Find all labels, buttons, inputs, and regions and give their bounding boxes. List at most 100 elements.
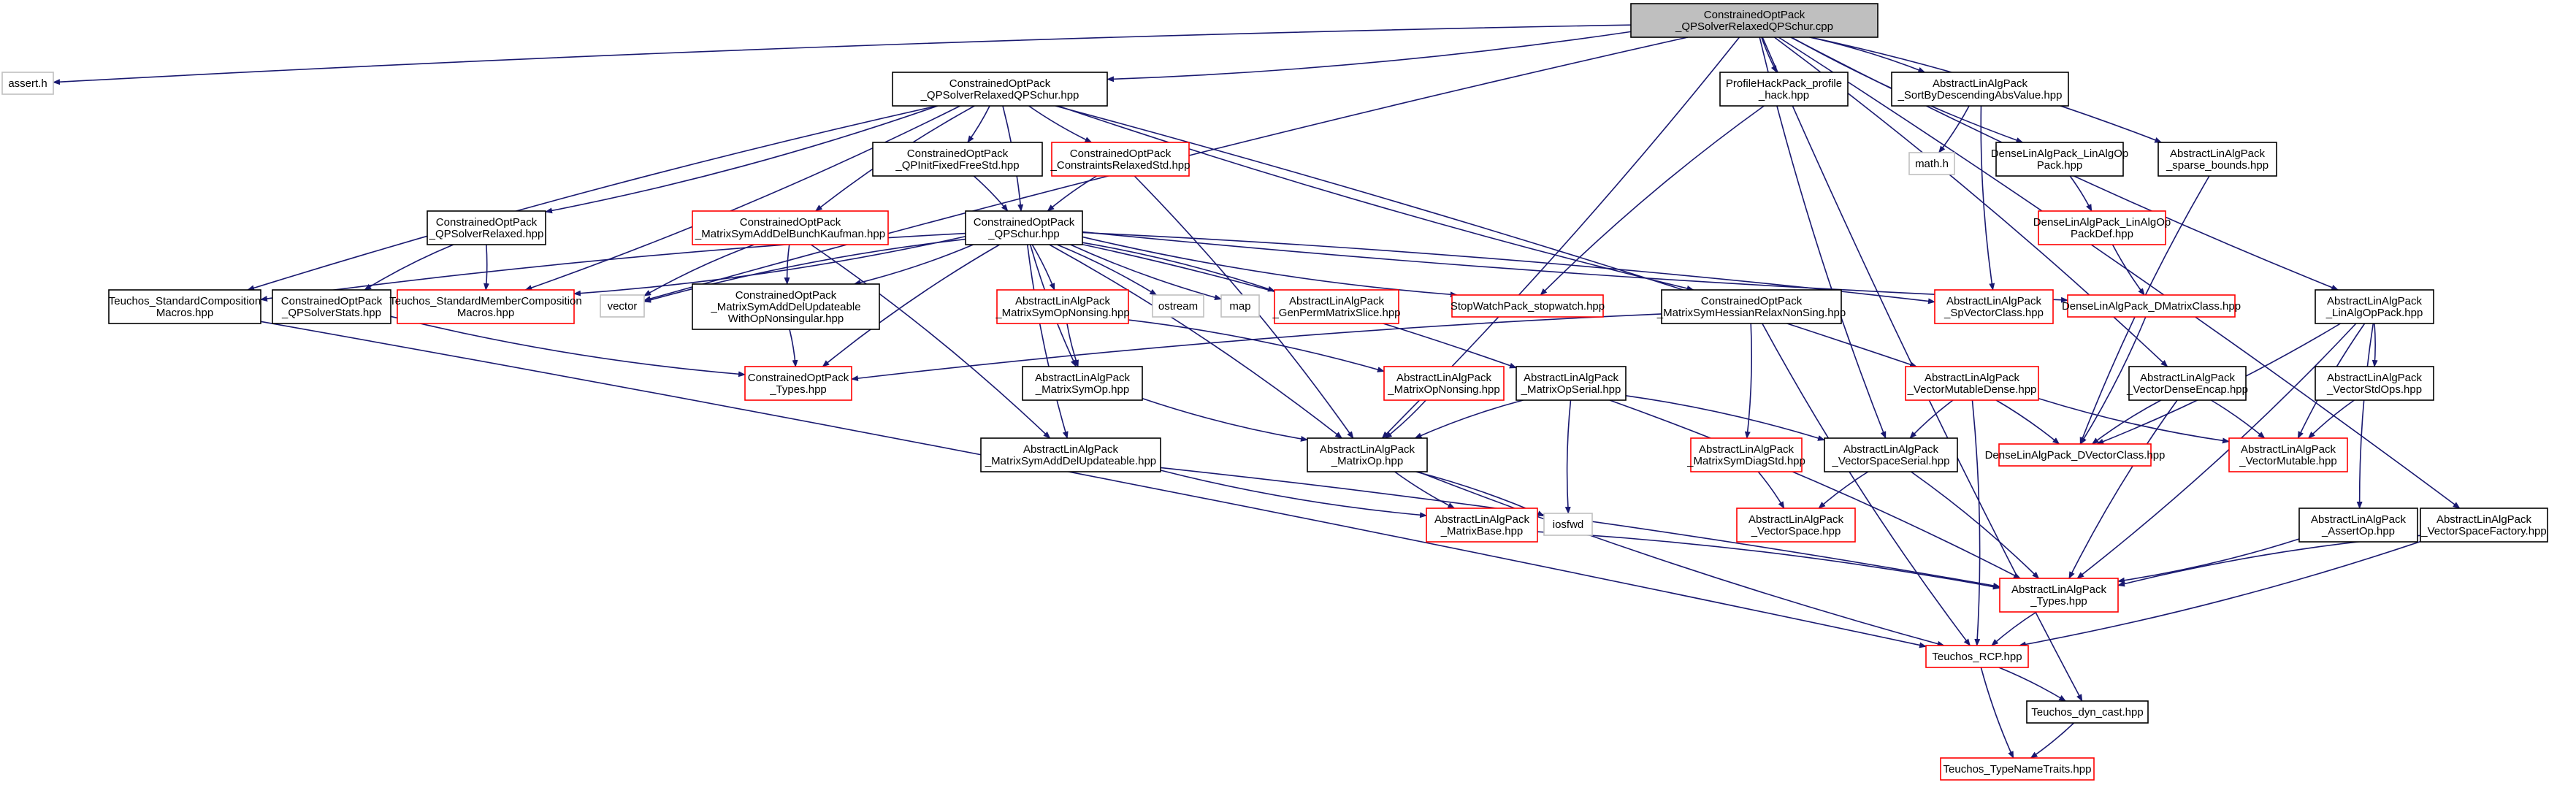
edge-msds-to-vspace <box>1757 471 1785 509</box>
node-label: AbstractLinAlgPack <box>2241 443 2336 456</box>
edge-msadu-to-mbase <box>1160 470 1427 518</box>
node-label: _SpVectorClass.hpp <box>1944 307 2044 319</box>
node-mopns[interactable]: AbstractLinAlgPack_MatrixOpNonsing.hpp <box>1383 366 1505 401</box>
node-dmatrix_class[interactable]: DenseLinAlgPack_DMatrixClass.hpp <box>2062 294 2241 318</box>
node-label: _LinAlgOpPack.hpp <box>2325 307 2423 319</box>
edge-root-to-cop_qpsrqps_hpp <box>1107 31 1632 83</box>
node-alap_types[interactable]: AbstractLinAlgPack_Types.hpp <box>1999 578 2119 613</box>
edge-msadu_wopns-to-cop_types <box>789 329 798 367</box>
node-mbase[interactable]: AbstractLinAlgPack_MatrixBase.hpp <box>1426 508 1538 543</box>
node-box <box>996 289 1129 324</box>
node-stopwatch[interactable]: StopWatchPack_stopwatch.hpp <box>1451 294 1605 318</box>
edge-mop_serial-to-alap_types <box>1609 399 2021 579</box>
node-profile_hack[interactable]: ProfileHackPack_profile_hack.hpp <box>1719 72 1849 107</box>
node-label: AbstractLinAlgPack <box>1933 77 2028 90</box>
node-box <box>892 72 1108 107</box>
node-label: DenseLinAlgPack_DVectorClass.hpp <box>1985 449 2166 462</box>
node-label: _VectorSpaceSerial.hpp <box>1832 455 1950 467</box>
node-linalgoppack[interactable]: AbstractLinAlgPack_LinAlgOpPack.hpp <box>2315 289 2434 324</box>
node-label: _GenPermMatrixSlice.hpp <box>1272 307 1400 319</box>
node-label: ConstrainedOptPack <box>281 295 383 307</box>
node-root[interactable]: ConstrainedOptPack_QPSolverRelaxedQPSchu… <box>1630 3 1879 38</box>
edge-cop_qpsrqps_hpp-to-teuchos_scm <box>247 105 938 291</box>
node-msadu_wopns[interactable]: ConstrainedOptPack_MatrixSymAddDelUpdate… <box>692 283 880 330</box>
node-label: _SortByDescendingAbsValue.hpp <box>1897 89 2063 102</box>
node-label: assert.h <box>8 77 47 90</box>
node-mop[interactable]: AbstractLinAlgPack_MatrixOp.hpp <box>1307 437 1428 472</box>
edge-root-to-sort_desc <box>1809 37 1926 73</box>
node-rcp[interactable]: Teuchos_RCP.hpp <box>1925 645 2029 668</box>
node-cop_qpsrqps_hpp[interactable]: ConstrainedOptPack_QPSolverRelaxedQPSchu… <box>892 72 1108 107</box>
node-typenametraits[interactable]: Teuchos_TypeNameTraits.hpp <box>1940 757 2095 781</box>
node-vde[interactable]: AbstractLinAlgPack_VectorDenseEncap.hpp <box>2126 366 2248 401</box>
node-qp_init_fixed[interactable]: ConstrainedOptPack_QPInitFixedFreeStd.hp… <box>872 142 1043 177</box>
node-label: ConstrainedOptPack <box>436 216 538 229</box>
node-dense_linalgop[interactable]: DenseLinAlgPack_LinAlgOpPack.hpp <box>1991 142 2128 177</box>
node-dyn_cast[interactable]: Teuchos_dyn_cast.hpp <box>2026 700 2149 724</box>
edge-qpschur-to-dmatrix_class <box>1082 231 2068 303</box>
edge-qpschur-to-vector <box>643 238 966 303</box>
node-label: ConstrainedOptPack <box>748 372 849 384</box>
node-box <box>1998 443 2152 467</box>
node-label: AbstractLinAlgPack <box>1434 513 1530 526</box>
node-mop_serial[interactable]: AbstractLinAlgPack_MatrixOpSerial.hpp <box>1516 366 1627 401</box>
edge-qp_init_fixed-to-qpschur <box>973 175 1009 212</box>
node-box <box>1383 366 1505 401</box>
node-vso[interactable]: AbstractLinAlgPack_VectorStdOps.hpp <box>2315 366 2434 401</box>
edge-msopns-to-msop <box>1066 323 1079 367</box>
edge-vmd-to-vss <box>1909 399 1954 439</box>
node-label: ConstrainedOptPack <box>1701 295 1803 307</box>
node-qp_solver_stats[interactable]: ConstrainedOptPack_QPSolverStats.hpp <box>272 289 391 324</box>
node-box <box>1934 289 2054 324</box>
edge-mshrns-to-cop_types <box>851 313 1662 382</box>
node-cop_types[interactable]: ConstrainedOptPack_Types.hpp <box>744 366 852 401</box>
node-genperm[interactable]: AbstractLinAlgPack_GenPermMatrixSlice.hp… <box>1272 289 1401 324</box>
edge-rcp-to-dyn_cast <box>1998 667 2067 702</box>
edge-profile_hack-to-stopwatch <box>1540 105 1765 296</box>
node-label: AbstractLinAlgPack <box>1925 372 2020 384</box>
node-box <box>1 72 54 95</box>
edge-qp_solver_relaxed-to-qp_solver_stats <box>364 244 454 291</box>
node-label: AbstractLinAlgPack <box>1699 443 1795 456</box>
node-label: Pack.hpp <box>2037 159 2083 172</box>
node-label: _VectorSpaceFactory.hpp <box>2420 525 2547 537</box>
node-sort_desc[interactable]: AbstractLinAlgPack_SortByDescendingAbsVa… <box>1891 72 2069 107</box>
edge-assertop-to-alap_types <box>2117 538 2300 583</box>
node-msadbk[interactable]: ConstrainedOptPack_MatrixSymAddDelBunchK… <box>692 210 889 245</box>
node-msadu[interactable]: AbstractLinAlgPack_MatrixSymAddDelUpdate… <box>980 437 1161 472</box>
node-mshrns[interactable]: ConstrainedOptPack_MatrixSymHessianRelax… <box>1656 289 1846 324</box>
node-teuchos_smcm[interactable]: Teuchos_StandardMemberCompositionMacros.… <box>389 289 582 324</box>
node-msds[interactable]: AbstractLinAlgPack_MatrixSymDiagStd.hpp <box>1686 437 1805 472</box>
node-vspace[interactable]: AbstractLinAlgPack_VectorSpace.hpp <box>1736 508 1856 543</box>
edge-msadbk-to-vector <box>643 244 754 296</box>
edge-vde-to-dvector_class <box>2091 399 2162 445</box>
node-label: _MatrixSymDiagStd.hpp <box>1686 455 1805 467</box>
node-assertop[interactable]: AbstractLinAlgPack_AssertOp.hpp <box>2298 508 2418 543</box>
node-box <box>692 210 889 245</box>
node-sparse_bounds[interactable]: AbstractLinAlgPack_sparse_bounds.hpp <box>2158 142 2277 177</box>
node-label: _Types.hpp <box>769 383 827 396</box>
node-constraints_relaxed[interactable]: ConstrainedOptPack_ConstraintsRelaxedStd… <box>1050 142 1190 177</box>
node-label: AbstractLinAlgPack <box>2327 295 2423 307</box>
node-label: vector <box>608 300 638 313</box>
node-box <box>1719 72 1849 107</box>
node-label: AbstractLinAlgPack <box>1023 443 1119 456</box>
edge-cop_qpsrqps_hpp-to-constraints_relaxed <box>1028 105 1093 143</box>
node-label: WithOpNonsingular.hpp <box>728 313 844 325</box>
node-msop[interactable]: AbstractLinAlgPack_MatrixSymOp.hpp <box>1022 366 1143 401</box>
node-box <box>1661 289 1842 324</box>
node-vmd[interactable]: AbstractLinAlgPack_VectorMutableDense.hp… <box>1905 366 2039 401</box>
node-qp_solver_relaxed[interactable]: ConstrainedOptPack_QPSolverRelaxed.hpp <box>427 210 546 245</box>
node-label: ostream <box>1158 300 1198 313</box>
node-label: _MatrixBase.hpp <box>1440 525 1524 537</box>
node-dvector_class[interactable]: DenseLinAlgPack_DVectorClass.hpp <box>1985 443 2166 467</box>
node-qpschur[interactable]: ConstrainedOptPack_QPSchur.hpp <box>965 210 1083 245</box>
node-vss[interactable]: AbstractLinAlgPack_VectorSpaceSerial.hpp <box>1824 437 1958 472</box>
node-label: ConstrainedOptPack <box>740 216 841 229</box>
node-msopns[interactable]: AbstractLinAlgPack_MatrixSymOpNonsing.hp… <box>995 289 1130 324</box>
node-vsf[interactable]: AbstractLinAlgPack_VectorSpaceFactory.hp… <box>2420 508 2548 543</box>
node-vmut[interactable]: AbstractLinAlgPack_VectorMutable.hpp <box>2228 437 2348 472</box>
node-sp_vector_class[interactable]: AbstractLinAlgPack_SpVectorClass.hpp <box>1934 289 2054 324</box>
